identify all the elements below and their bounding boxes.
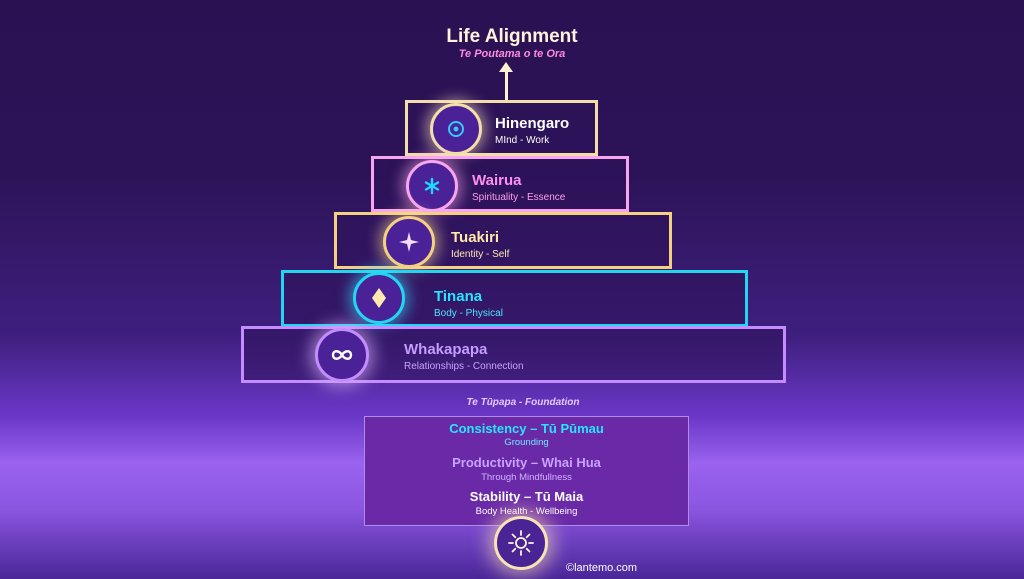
foundation-item-title: Productivity – Whai Hua (452, 455, 601, 470)
diagram-subtitle: Te Poutama o te Ora (458, 48, 566, 60)
target-icon (430, 103, 482, 155)
infinity-icon (315, 328, 369, 382)
tier-title: Wairua (472, 172, 522, 189)
tier-subtitle: Body - Physical (434, 308, 503, 319)
foundation-item-subtitle: Body Health - Wellbeing (475, 506, 578, 517)
tier-title: Hinengaro (495, 115, 570, 132)
tier-tinana: Tinana Body - Physical (281, 270, 748, 327)
tier-subtitle: Spirituality - Essence (472, 192, 566, 203)
tier-title: Tuakiri (451, 229, 500, 246)
foundation-box: Consistency – Tū Pūmau Grounding Product… (364, 416, 689, 526)
tier-subtitle: Identity - Self (451, 249, 510, 260)
foundation-item-title: Stability – Tū Maia (469, 489, 584, 504)
foundation-item-title: Consistency – Tū Pūmau (449, 421, 604, 436)
tier-subtitle: Relationships - Connection (404, 361, 524, 372)
diagram-title: Life Alignment (446, 26, 578, 47)
sun-icon (494, 516, 548, 570)
arrow-shaft (505, 70, 508, 100)
arrow-up-icon (499, 62, 513, 72)
tier-subtitle: MInd - Work (495, 135, 550, 146)
foundation-item-subtitle: Grounding (504, 437, 549, 448)
tier-title: Whakapapa (404, 341, 488, 358)
sparkle-icon (383, 216, 435, 268)
foundation-item-subtitle: Through Mindfullness (481, 472, 572, 483)
copyright-text: ©lantemo.com (566, 562, 638, 574)
diamond-icon (353, 272, 405, 324)
tier-title: Tinana (434, 288, 483, 305)
foundation-label: Te Tūpapa - Foundation (466, 397, 580, 408)
star-burst-icon (406, 160, 458, 212)
